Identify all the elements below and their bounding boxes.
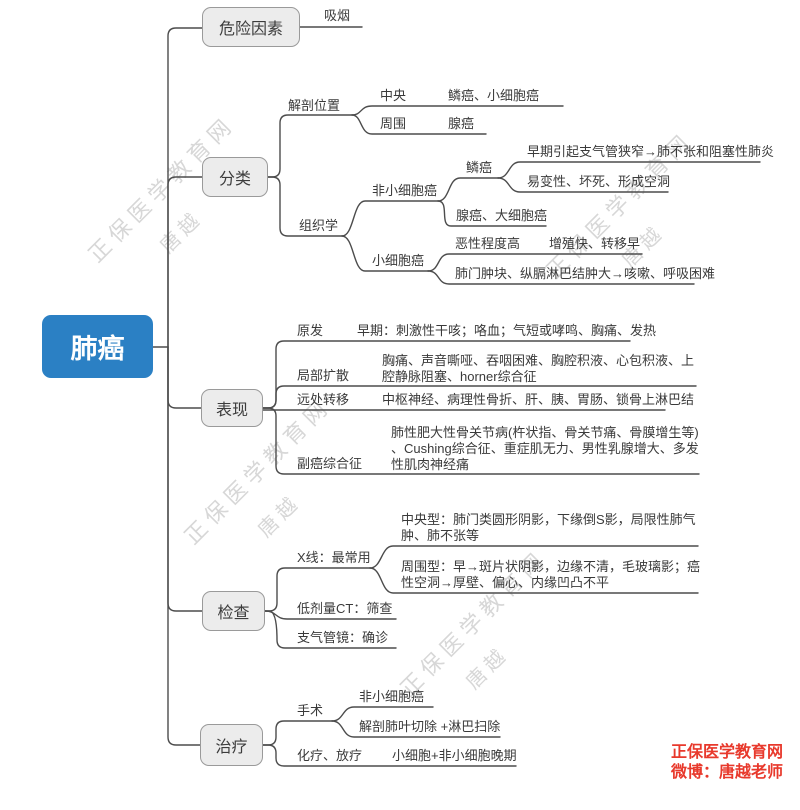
node-local-spread-detail: 胸痛、声音嘶哑、吞咽困难、胸腔积液、心包积液、上腔静脉阻塞、horner综合征 [382,353,695,384]
node-examination: 检查 [202,591,265,631]
node-root-lung-cancer: 肺癌 [42,315,153,378]
node-surgery-method: 解剖肺叶切除 +淋巴扫除 [359,719,501,734]
node-adeno-large-cell: 腺癌、大细胞癌 [456,208,548,223]
node-local-spread: 局部扩散 [297,368,350,383]
node-primary-detail: 早期：刺激性干咳；咯血；气短或哮鸣、胸痛、发热 [357,323,657,338]
node-sclc-growth: 增殖快、转移早 [549,236,641,251]
node-sclc: 小细胞癌 [372,253,425,268]
node-squamous: 鳞癌 [466,160,493,175]
node-surgery: 手术 [297,703,324,718]
node-histology: 组织学 [299,218,339,233]
node-manifestation: 表现 [201,389,263,427]
node-xray-central-type: 中央型：肺门类圆形阴影，下缘倒S影，局限性肺气肿、肺不张等 [401,512,696,543]
node-distant-metastasis-detail: 中枢神经、病理性骨折、肝、胰、胃肠、锁骨上淋巴结 [382,392,695,407]
node-smoking: 吸烟 [324,8,351,23]
node-low-dose-ct: 低剂量CT：筛查 [297,601,393,616]
node-chemo-radio: 化疗、放疗 [297,748,363,763]
node-squamous-feature-2: 易变性、坏死、形成空洞 [527,174,671,189]
node-treatment: 治疗 [200,724,263,766]
brand-footer: 正保医学教育网 微博：唐越老师 [671,743,783,783]
node-distant-metastasis: 远处转移 [297,392,350,407]
node-paraneoplastic-detail: 肺性肥大性骨关节病(杵状指、骨关节痛、骨膜增生等) 、Cushing综合征、重症… [391,425,699,472]
node-peripheral-types: 腺癌 [448,116,475,131]
node-primary: 原发 [297,323,324,338]
node-anatomic-location: 解剖位置 [288,98,341,113]
node-xray-peripheral-type: 周围型：早→斑片状阴影，边缘不清，毛玻璃影；癌性空洞→厚壁、偏心、内缘凹凸不平 [401,559,701,590]
node-central-types: 鳞癌、小细胞癌 [448,88,540,103]
node-paraneoplastic: 副癌综合征 [297,456,363,471]
node-squamous-feature-1: 早期引起支气管狭窄→肺不张和阻塞性肺炎 [527,144,775,159]
node-nsclc: 非小细胞癌 [372,183,438,198]
node-classification: 分类 [202,157,268,197]
node-central: 中央 [380,88,407,103]
node-xray: X线：最常用 [297,550,371,565]
node-risk-factors: 危险因素 [202,7,300,47]
node-sclc-mass: 肺门肿块、纵膈淋巴结肿大→咳嗽、呼吸困难 [455,266,716,281]
node-chemo-indication: 小细胞+非小细胞晚期 [392,748,517,763]
node-surgery-indication: 非小细胞癌 [359,689,425,704]
brand-footer-line1: 正保医学教育网 [671,744,784,761]
node-bronchoscopy: 支气管镜：确诊 [297,630,389,645]
node-sclc-grade: 恶性程度高 [455,236,521,251]
brand-footer-line2: 微博：唐越老师 [671,764,784,781]
node-peripheral: 周围 [380,116,407,131]
